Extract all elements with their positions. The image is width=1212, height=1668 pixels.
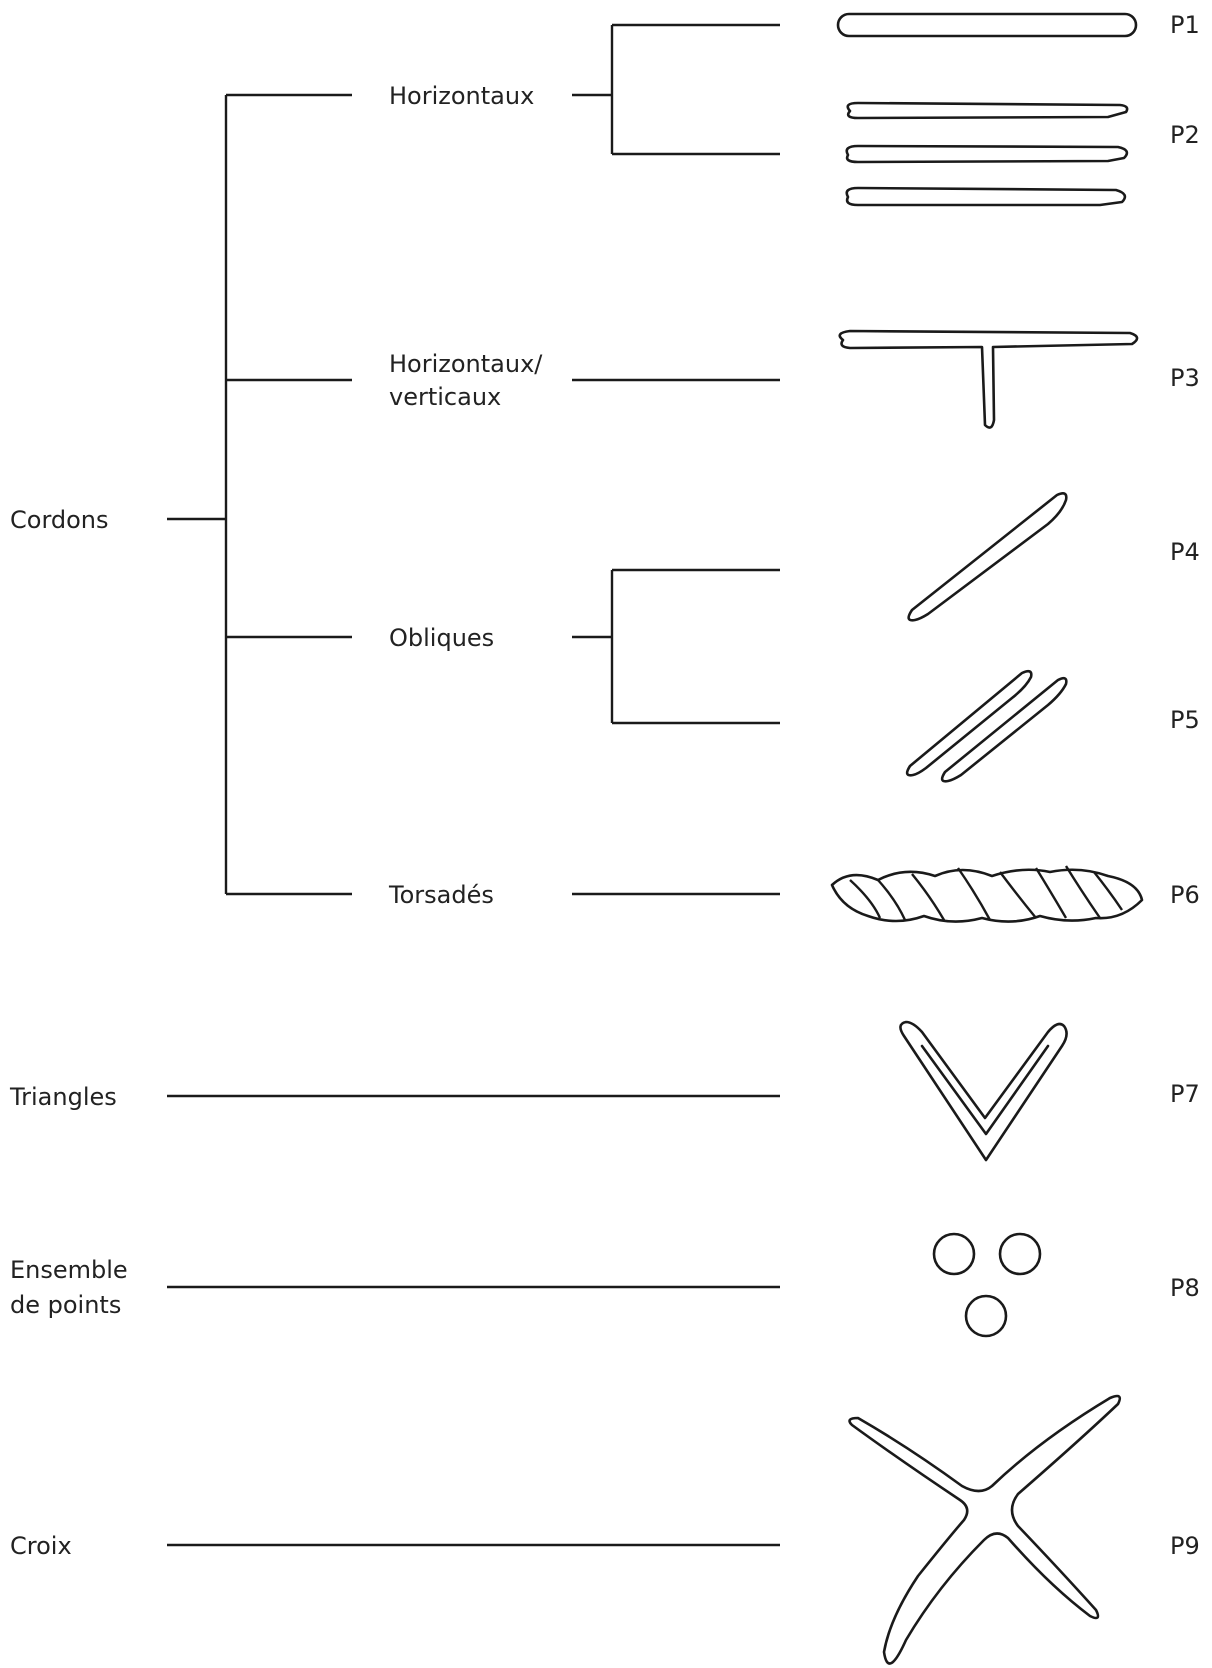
motif-p7-v-cord	[899, 1020, 1068, 1162]
motif-label-p3: P3	[1170, 364, 1200, 392]
label-obliques: Obliques	[389, 624, 494, 652]
motif-p9-cross	[848, 1394, 1122, 1665]
motif-label-p1: P1	[1170, 11, 1200, 39]
motif-p6-twisted-cord	[830, 865, 1144, 923]
motif-p3-t-cord	[838, 329, 1139, 429]
label-torsades: Torsadés	[388, 881, 494, 909]
label-cordons: Cordons	[10, 506, 109, 534]
motif-p1-horizontal-cord	[836, 12, 1138, 38]
motif-label-p6: P6	[1170, 881, 1200, 909]
motif-labels: P1 P2 P3 P4 P5 P6 P7 P8 P9	[1170, 11, 1200, 1560]
motif-label-p9: P9	[1170, 1532, 1200, 1560]
category-labels: Cordons Horizontaux Horizontaux/ vertica…	[9, 82, 543, 1560]
motif-p5-double-oblique	[905, 669, 1068, 783]
motif-label-p8: P8	[1170, 1274, 1200, 1302]
label-horizontaux-verticaux-line1: Horizontaux/	[389, 350, 543, 378]
label-ensemble-line1: Ensemble	[10, 1256, 128, 1284]
label-ensemble-line2: de points	[10, 1291, 121, 1319]
connector-horizontaux-fork	[572, 23, 780, 156]
motif-p2-parallel-cords	[845, 101, 1129, 207]
motif-p4-oblique-cord	[907, 492, 1068, 622]
label-croix: Croix	[10, 1532, 72, 1560]
motif-label-p2: P2	[1170, 121, 1200, 149]
connector-obliques-fork	[572, 568, 780, 725]
label-triangles: Triangles	[9, 1083, 117, 1111]
motif-label-p4: P4	[1170, 538, 1200, 566]
motif-label-p5: P5	[1170, 706, 1200, 734]
motif-label-p7: P7	[1170, 1080, 1200, 1108]
tree-connectors	[167, 23, 780, 1547]
motif-p8-points	[932, 1232, 1042, 1338]
motif-drawings	[830, 12, 1144, 1665]
label-horizontaux-verticaux-line2: verticaux	[389, 383, 501, 411]
label-horizontaux: Horizontaux	[389, 82, 534, 110]
